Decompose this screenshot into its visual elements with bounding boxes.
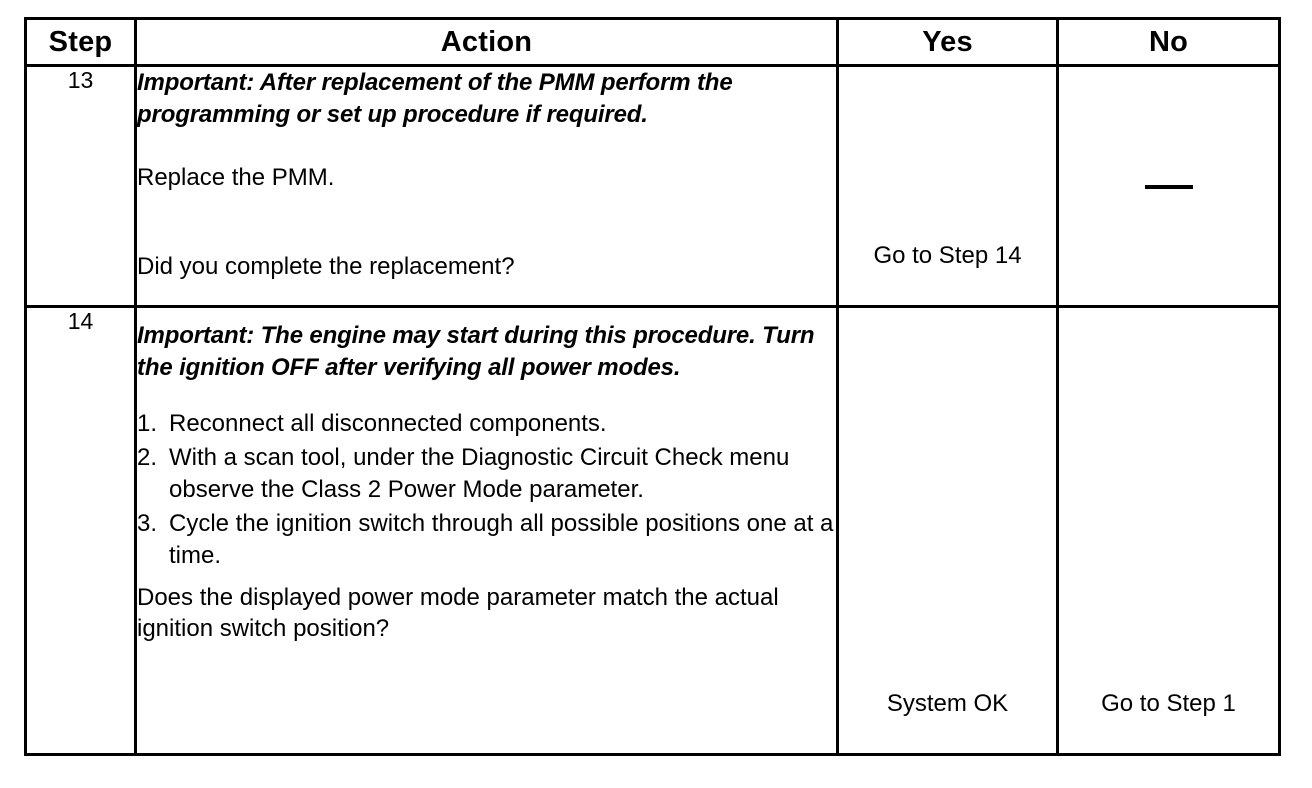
important-note: Important: The engine may start during t… bbox=[137, 322, 815, 381]
action-instruction: Replace the PMM. bbox=[137, 164, 335, 191]
table-header-row: Step Action Yes No bbox=[24, 17, 1281, 67]
table-row: 13 Important: After replacement of the P… bbox=[24, 64, 1281, 308]
list-item-number: 3. bbox=[137, 510, 158, 537]
list-item-text: Cycle the ignition switch through all po… bbox=[169, 510, 834, 569]
yes-answer-text: Go to Step 14 bbox=[873, 242, 1022, 269]
step-number-cell: 14 bbox=[24, 305, 137, 756]
spacer bbox=[137, 193, 836, 251]
step-number-cell: 13 bbox=[24, 64, 137, 308]
action-question: Did you complete the replacement? bbox=[137, 253, 515, 280]
yes-answer-cell: Go to Step 14 bbox=[836, 64, 1059, 308]
no-answer-cell bbox=[1056, 64, 1281, 308]
em-dash-icon bbox=[1059, 172, 1278, 200]
spacer bbox=[137, 384, 836, 408]
yes-answer-cell: System OK bbox=[836, 305, 1059, 756]
action-cell: Important: After replacement of the PMM … bbox=[134, 64, 839, 308]
list-item-number: 2. bbox=[137, 444, 158, 471]
yes-answer-text: System OK bbox=[886, 690, 1009, 717]
column-header-action: Action bbox=[134, 17, 839, 67]
column-header-no: No bbox=[1056, 17, 1281, 67]
no-answer-text: Go to Step 1 bbox=[1101, 690, 1236, 717]
diagnostic-table: Step Action Yes No 13 Important: After r… bbox=[24, 17, 1281, 756]
list-item-text: Reconnect all disconnected components. bbox=[169, 410, 607, 437]
spacer bbox=[137, 574, 836, 582]
action-step-list: 1. Reconnect all disconnected components… bbox=[137, 408, 836, 572]
important-note: Important: After replacement of the PMM … bbox=[137, 69, 733, 128]
dash-glyph bbox=[1144, 184, 1193, 189]
list-item-number: 1. bbox=[137, 410, 158, 437]
table-row: 14 Important: The engine may start durin… bbox=[24, 305, 1281, 756]
list-item-text: With a scan tool, under the Diagnostic C… bbox=[169, 444, 790, 503]
list-item: 1. Reconnect all disconnected components… bbox=[137, 408, 836, 440]
no-answer-cell: Go to Step 1 bbox=[1056, 305, 1281, 756]
spacer bbox=[137, 131, 836, 162]
list-item: 3. Cycle the ignition switch through all… bbox=[137, 508, 836, 572]
action-question: Does the displayed power mode parameter … bbox=[137, 584, 779, 642]
column-header-yes: Yes bbox=[836, 17, 1059, 67]
column-header-step: Step bbox=[24, 17, 137, 67]
list-item: 2. With a scan tool, under the Diagnosti… bbox=[137, 442, 836, 506]
action-cell: Important: The engine may start during t… bbox=[134, 305, 839, 756]
